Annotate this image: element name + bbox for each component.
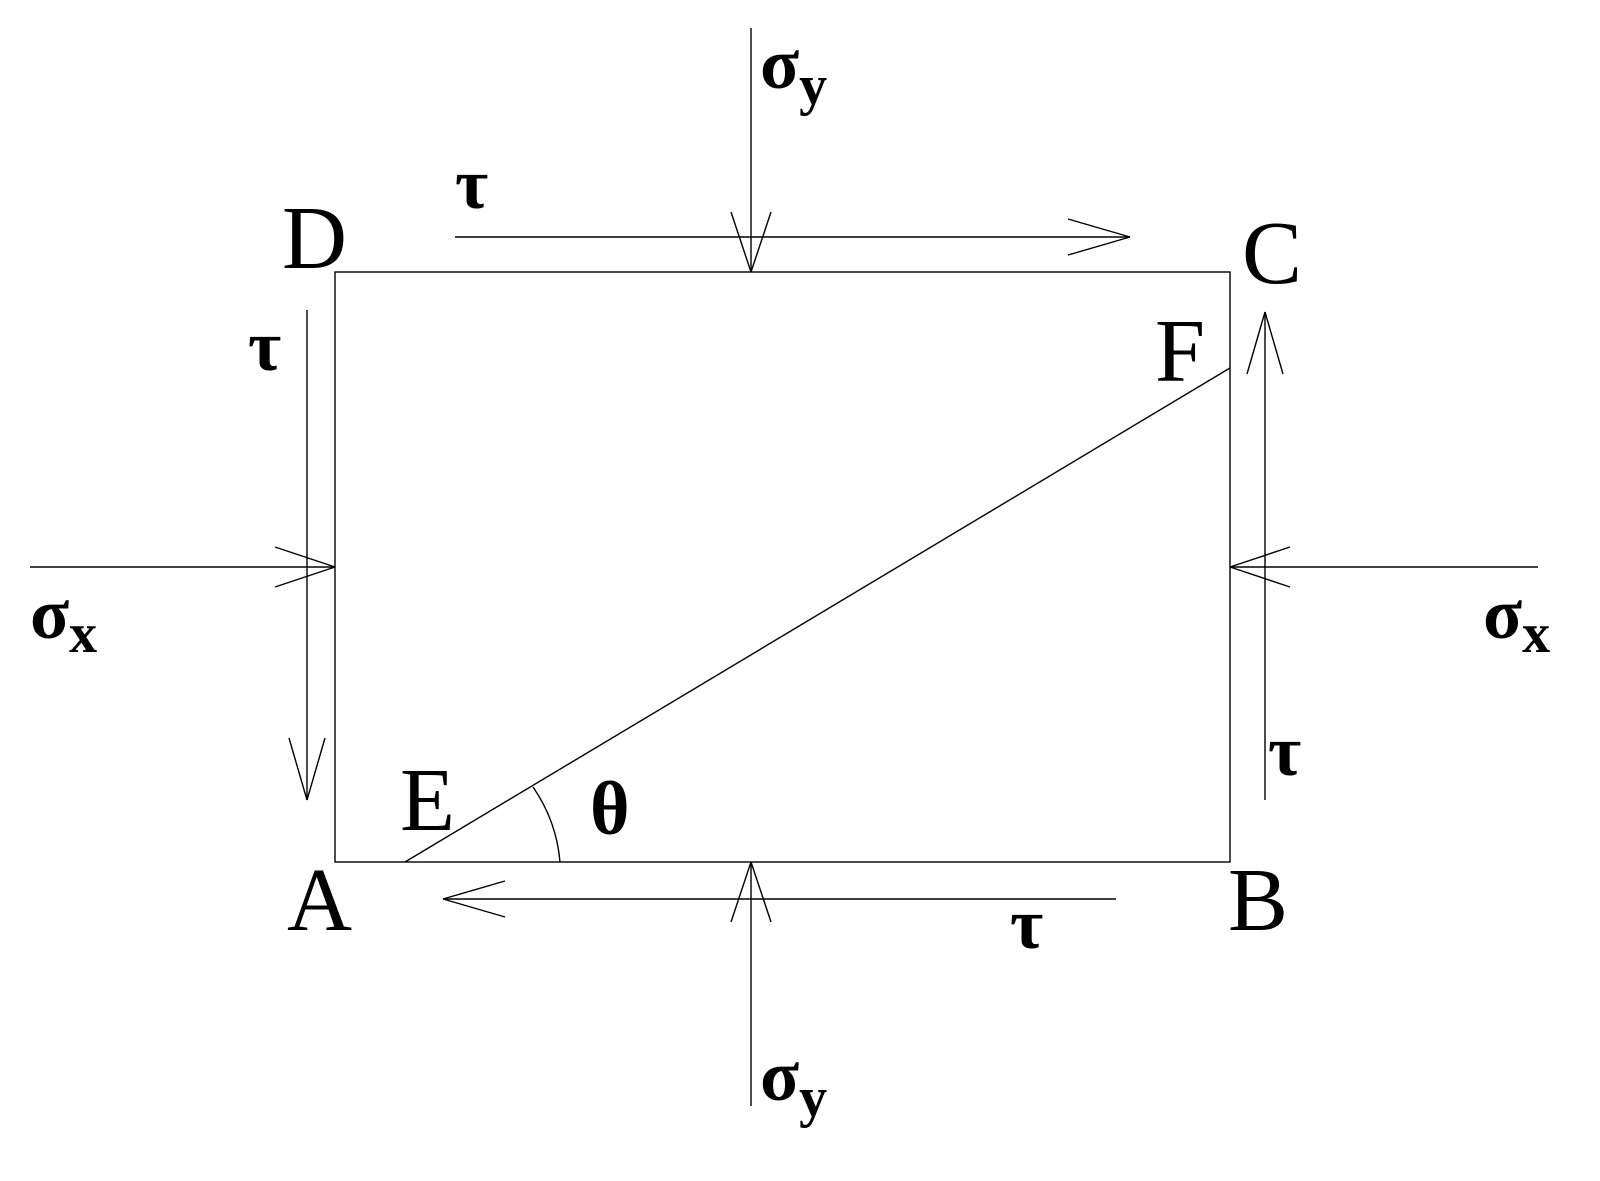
- tau-right-label: τ: [1268, 711, 1301, 791]
- sigma-symbol: σ: [760, 24, 799, 104]
- sigma-x-right-label: σx: [1483, 574, 1550, 665]
- sigma-symbol: σ: [30, 574, 69, 654]
- vertex-label-a: A: [287, 851, 352, 950]
- tau-bottom-label: τ: [1010, 884, 1043, 964]
- tau-top-label: τ: [455, 144, 488, 224]
- subscript-x: x: [69, 603, 97, 665]
- tau-left-label: τ: [248, 306, 281, 386]
- angle-label-theta: θ: [590, 767, 630, 851]
- vertex-label-d: D: [282, 189, 347, 288]
- tau-left-arrow: [288, 310, 326, 801]
- vertex-label-e: E: [400, 751, 455, 850]
- element-rectangle: [334, 271, 1231, 863]
- vertex-label-f: F: [1155, 302, 1205, 401]
- inclined-plane-ef: [404, 367, 1231, 863]
- sigma-x-right-arrow: [1229, 546, 1538, 588]
- sigma-y-bottom-arrow: [730, 861, 772, 1106]
- sigma-y-bottom-label: σy: [760, 1036, 827, 1129]
- tau-top-arrow: [455, 218, 1131, 256]
- tau-right-arrow: [1246, 311, 1284, 800]
- tau-bottom-arrow: [442, 880, 1116, 918]
- sigma-x-left-arrow: [30, 546, 336, 588]
- sigma-symbol: σ: [760, 1036, 799, 1116]
- vertex-label-b: B: [1228, 851, 1288, 950]
- sigma-y-top-arrow: [730, 28, 772, 273]
- vertex-label-c: C: [1242, 204, 1302, 303]
- angle-arc: [532, 786, 561, 863]
- subscript-x: x: [1522, 603, 1550, 665]
- subscript-y: y: [799, 55, 827, 117]
- sigma-symbol: σ: [1483, 574, 1522, 654]
- sigma-x-left-label: σx: [30, 574, 97, 665]
- sigma-y-top-label: σy: [760, 24, 827, 117]
- subscript-y: y: [799, 1067, 827, 1129]
